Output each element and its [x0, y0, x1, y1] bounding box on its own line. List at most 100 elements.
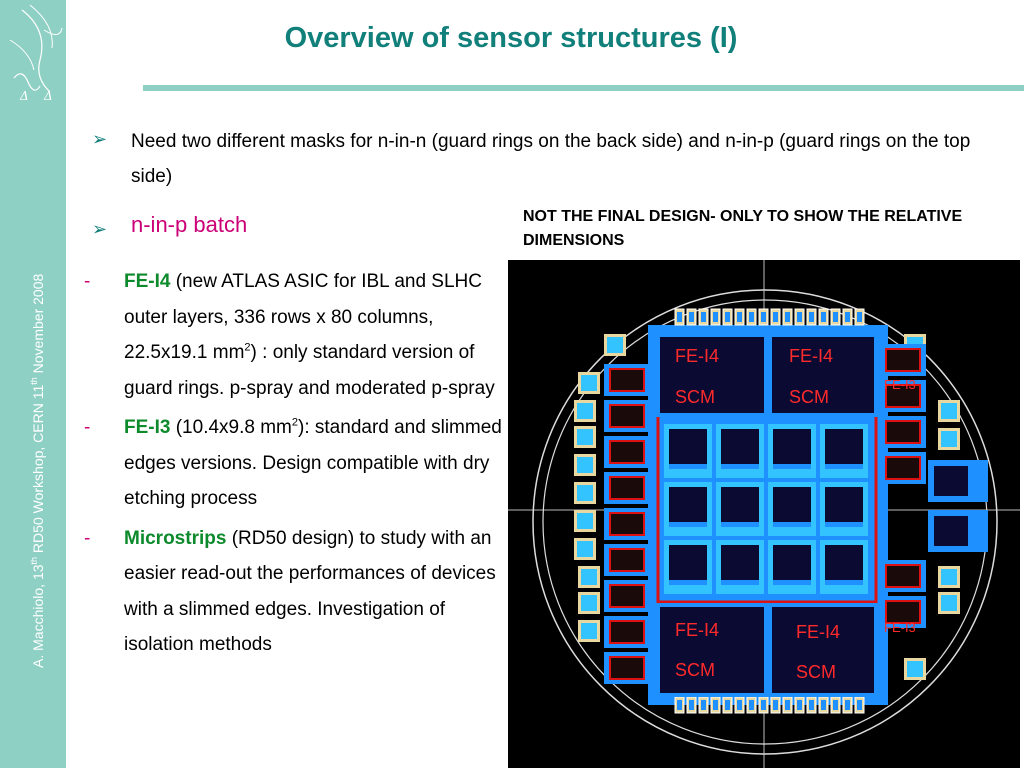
test-pad-inner	[941, 569, 957, 585]
list-item-fe-i3: - FE-I3 (10.4x9.8 mm2): standard and sli…	[84, 416, 502, 509]
fe-i3-die-right-inner	[885, 564, 921, 588]
fe-i3-die-right-inner	[885, 348, 921, 372]
grid-sensor-strip	[773, 522, 811, 527]
test-pad-inner	[941, 595, 957, 611]
grid-sensor-strip	[825, 464, 863, 469]
fe-i3-die-right-inner	[885, 384, 921, 408]
pad-top-inner	[725, 312, 730, 322]
fe-i3-die-left-inner	[609, 512, 645, 536]
pad-bottom-inner	[845, 700, 850, 710]
pad-bottom-inner	[773, 700, 778, 710]
pad-top-inner	[701, 312, 706, 322]
pad-bottom-inner	[725, 700, 730, 710]
pad-top-inner	[737, 312, 742, 322]
pad-bottom-inner	[713, 700, 718, 710]
right-structure-inner	[934, 516, 968, 546]
test-pad-inner	[577, 541, 593, 557]
fe-i3-die-left-inner	[609, 548, 645, 572]
pad-bottom-inner	[821, 700, 826, 710]
test-pad-inner	[577, 429, 593, 445]
fe-i3-die-right-inner	[885, 420, 921, 444]
grid-sensor-inner	[773, 487, 811, 527]
grid-sensor-inner	[825, 545, 863, 585]
structure-list: - FE-I4 (new ATLAS ASIC for IBL and SLHC…	[84, 264, 504, 667]
right-structure-inner	[934, 466, 968, 496]
pad-top-inner	[773, 312, 778, 322]
test-pad-inner	[581, 569, 597, 585]
die-label: SCM	[675, 387, 715, 407]
list-item-microstrips: - Microstrips (RD50 design) to study wit…	[84, 527, 496, 656]
pad-top-inner	[677, 312, 682, 322]
die-label: SCM	[789, 387, 829, 407]
pad-top-inner	[833, 312, 838, 322]
fe-i3-die-left-inner	[609, 476, 645, 500]
pad-top-inner	[785, 312, 790, 322]
pad-top-inner	[713, 312, 718, 322]
wafer-outline	[532, 289, 998, 755]
die-label: FE-I4	[789, 346, 833, 366]
grid-sensor-inner	[669, 429, 707, 469]
logo-icon: Δ Δ	[9, 4, 63, 103]
test-pad-inner	[577, 485, 593, 501]
pad-top-inner	[845, 312, 850, 322]
die-label: FE-I4	[675, 346, 719, 366]
test-pad-inner	[941, 431, 957, 447]
pad-top-inner	[797, 312, 802, 322]
left-sidebar: Δ Δ A. Macchiolo, 13th RD50 Workshop, CE…	[0, 0, 66, 768]
grid-sensor-inner	[825, 487, 863, 527]
author-workshop-line: A. Macchiolo, 13th RD50 Workshop, CERN 1…	[29, 273, 46, 668]
pad-bottom-inner	[749, 700, 754, 710]
fe-i4-die-top-left: FE-I4 SCM	[656, 333, 768, 417]
pad-top-inner	[689, 312, 694, 322]
pad-bottom-inner	[737, 700, 742, 710]
grid-sensor-strip	[669, 464, 707, 469]
pad-top-inner	[821, 312, 826, 322]
pad-top-inner	[749, 312, 754, 322]
die-label: SCM	[675, 660, 715, 680]
bullet-masks: Need two different masks for n-in-n (gua…	[131, 131, 971, 187]
bullet-batch: n-in-p batch	[131, 212, 248, 237]
grid-sensor-strip	[773, 580, 811, 585]
test-pad-inner	[941, 403, 957, 419]
grid-sensor-strip	[773, 464, 811, 469]
fe-i3-die-left-inner	[609, 368, 645, 392]
arrow-bullet-icon: ➢	[92, 219, 108, 239]
grid-sensor-strip	[669, 522, 707, 527]
test-pad-inner	[607, 337, 623, 353]
fe-i3-label: FE-I3	[884, 377, 916, 392]
grid-sensor-inner	[721, 545, 759, 585]
grid-sensor-inner	[721, 487, 759, 527]
fe-i4-die-top-right: FE-I4 SCM	[768, 333, 878, 417]
pad-top-inner	[809, 312, 814, 322]
test-pad-inner	[581, 595, 597, 611]
pad-bottom-inner	[701, 700, 706, 710]
test-pad-inner	[581, 375, 597, 391]
grid-sensor-inner	[669, 545, 707, 585]
svg-text:Δ: Δ	[19, 89, 29, 103]
grid-sensor-strip	[721, 522, 759, 527]
test-pad-inner	[577, 403, 593, 419]
fe-i3-die-left-inner	[609, 404, 645, 428]
grid-sensor-strip	[721, 464, 759, 469]
pad-top-inner	[761, 312, 766, 322]
pad-bottom-inner	[809, 700, 814, 710]
die-label: FE-I4	[675, 620, 719, 640]
pad-bottom-inner	[797, 700, 802, 710]
arrow-bullet-icon: ➢	[92, 129, 108, 149]
fe-i3-die-left-inner	[609, 440, 645, 464]
pad-bottom-inner	[677, 700, 682, 710]
test-pad-inner	[577, 457, 593, 473]
pad-bottom-inner	[761, 700, 766, 710]
fe-i3-die-right-inner	[885, 600, 921, 624]
list-item-fe-i4: - FE-I4 (new ATLAS ASIC for IBL and SLHC…	[84, 271, 495, 399]
design-note: NOT THE FINAL DESIGN- ONLY TO SHOW THE R…	[523, 208, 963, 249]
fe-i4-die-bottom-left: FE-I4 SCM	[656, 603, 768, 697]
grid-sensor-inner	[773, 545, 811, 585]
grid-sensor-strip	[825, 522, 863, 527]
die-label: SCM	[796, 662, 836, 682]
svg-text:Δ: Δ	[43, 89, 53, 103]
pad-bottom-inner	[785, 700, 790, 710]
pad-top-inner	[857, 312, 862, 322]
fe-i3-die-left-inner	[609, 584, 645, 608]
wafer-drawing: FE-I4 SCM FE-I4 SCM FE-I4 SCM FE-I4 SCM …	[508, 260, 1020, 768]
